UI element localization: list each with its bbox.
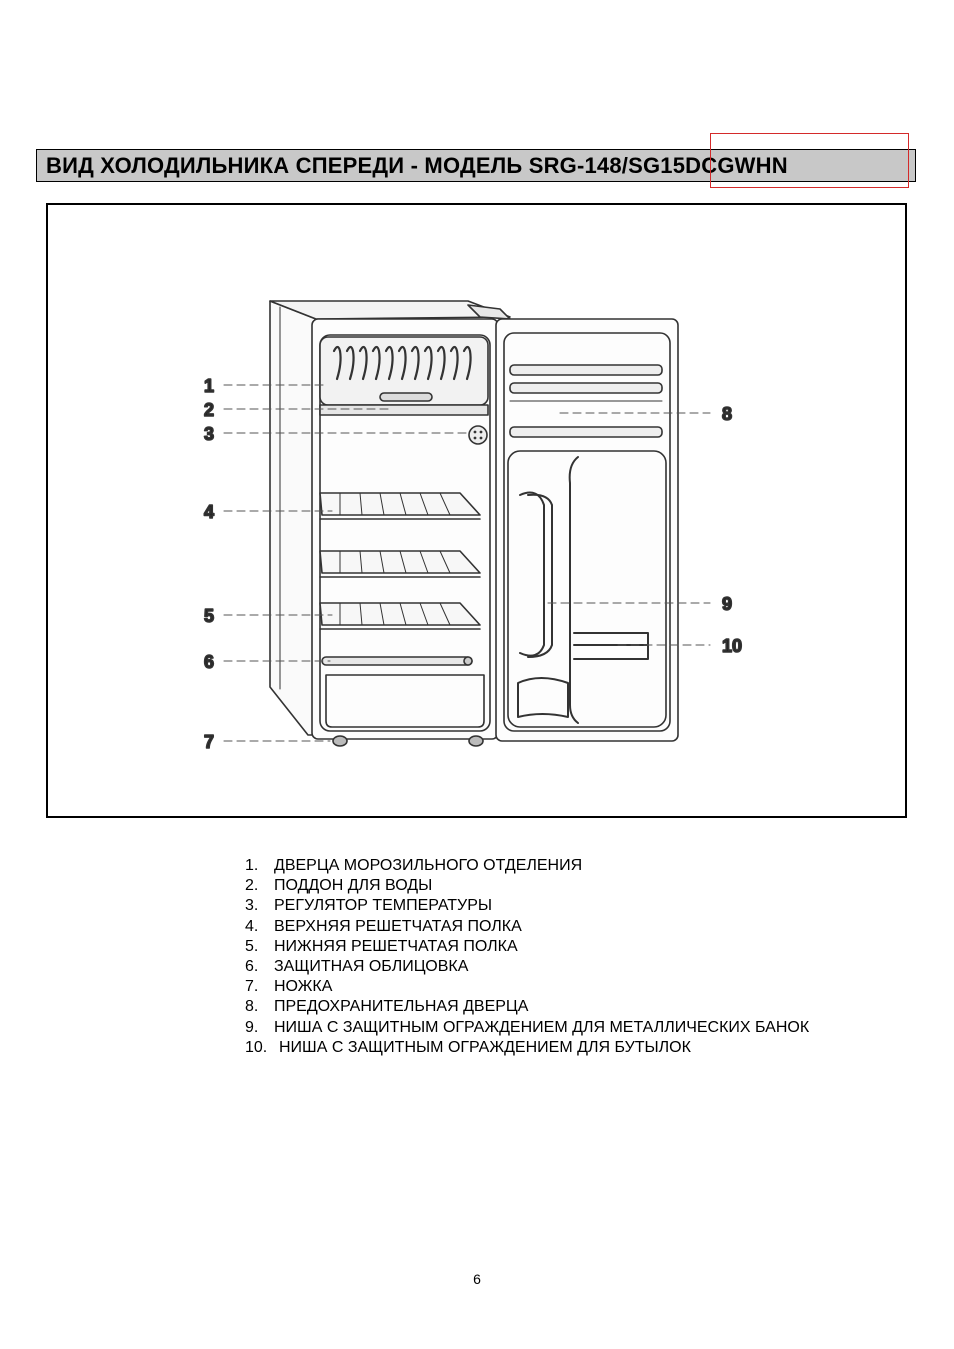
list-item: 2.ПОДДОН ДЛЯ ВОДЫ [245, 877, 433, 895]
list-item: 6.ЗАЩИТНАЯ ОБЛИЦОВКА [245, 958, 469, 976]
trim-knob [463, 656, 473, 666]
left-foot [332, 735, 348, 747]
temperature-control-dots [473, 430, 483, 440]
refrigerator-diagram: 1 2 3 4 5 6 7 8 9 10 [203, 300, 743, 753]
safety-door [509, 364, 663, 438]
drip-tray [319, 404, 489, 416]
callout-10: 10 [722, 636, 742, 656]
can-rack [519, 456, 579, 724]
freezer-vents [332, 345, 472, 381]
callout-1: 1 [204, 376, 214, 396]
model-highlight-box [710, 133, 909, 188]
upper-wire-shelf [319, 492, 481, 520]
refrigerator-door [495, 318, 679, 742]
door-inner-panel [503, 332, 671, 732]
section-title-bar: ВИД ХОЛОДИЛЬНИКА СПЕРЕДИ - МОДЕЛЬ SRG-14… [36, 149, 916, 182]
callout-5: 5 [204, 606, 214, 626]
callout-2: 2 [204, 400, 214, 420]
lower-wire-shelf [319, 602, 481, 630]
door-lower-section [507, 450, 667, 728]
page-number: 6 [473, 1271, 481, 1287]
protective-trim [321, 656, 473, 666]
temperature-control-knob [468, 425, 488, 445]
list-item: 10.НИША С ЗАЩИТНЫМ ОГРАЖДЕНИЕМ ДЛЯ БУТЫЛ… [245, 1038, 691, 1056]
callout-4: 4 [204, 502, 214, 522]
page-title: ВИД ХОЛОДИЛЬНИКА СПЕРЕДИ - МОДЕЛЬ SRG-14… [46, 153, 788, 178]
list-item: 8.ПРЕДОХРАНИТЕЛЬНАЯ ДВЕРЦА [245, 998, 529, 1016]
parts-list: 1.ДВЕРЦА МОРОЗИЛЬНОГО ОТДЕЛЕНИЯ 2.ПОДДОН… [245, 856, 809, 1058]
list-item: 7.НОЖКА [245, 978, 333, 996]
callout-leaders [223, 384, 711, 742]
callout-7: 7 [204, 732, 214, 752]
freezer-handle [379, 392, 433, 402]
callout-9: 9 [722, 594, 732, 614]
list-item: 1.ДВЕРЦА МОРОЗИЛЬНОГО ОТДЕЛЕНИЯ [245, 857, 583, 874]
cabinet-inner-liner [319, 334, 491, 732]
cabinet-side-panel [269, 300, 317, 736]
right-foot [468, 735, 484, 747]
middle-wire-shelf [319, 550, 481, 578]
list-item: 5.НИЖНЯЯ РЕШЕТЧАТАЯ ПОЛКА [245, 937, 518, 955]
callout-3: 3 [204, 424, 214, 444]
list-item: 3.РЕГУЛЯТОР ТЕМПЕРАТУРЫ [245, 897, 493, 915]
callout-8: 8 [722, 404, 732, 424]
list-item: 4.ВЕРХНЯЯ РЕШЕТЧАТАЯ ПОЛКА [245, 917, 522, 935]
list-item: 9.НИША С ЗАЩИТНЫМ ОГРАЖДЕНИЕМ ДЛЯ МЕТАЛЛ… [245, 1018, 810, 1036]
crisper-bottom [325, 674, 485, 728]
cabinet-top-rim [269, 300, 511, 320]
refrigerator-diagram-frame: 1 2 3 4 5 6 7 8 9 10 [46, 203, 907, 818]
callout-6: 6 [204, 652, 214, 672]
